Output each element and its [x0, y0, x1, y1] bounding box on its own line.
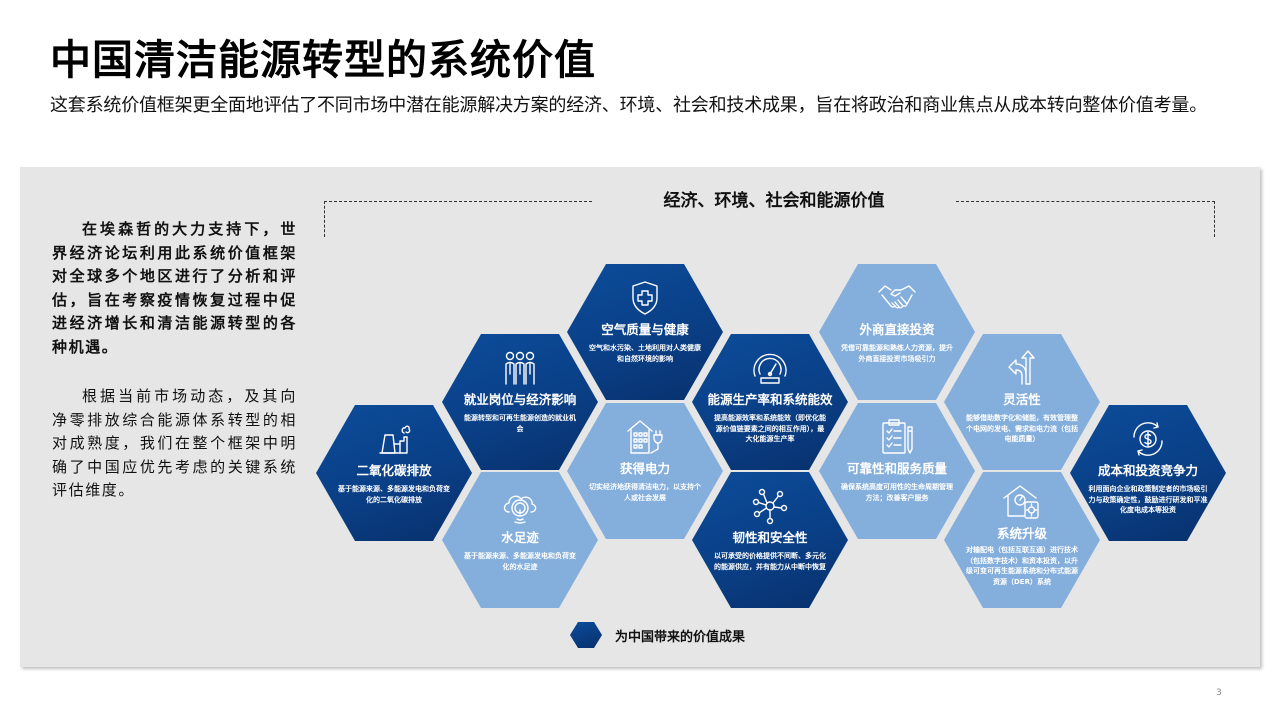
- network-icon: [748, 484, 792, 528]
- hex-desc: 能源转型和可再生能源创造的就业机会: [464, 414, 576, 433]
- hex-title: 成本和投资竞争力: [1097, 463, 1198, 478]
- checklist-icon: [875, 415, 919, 459]
- hex-title: 能源生产率和系统能效: [707, 392, 833, 407]
- legend-hexagon-swatch-icon: [570, 622, 602, 648]
- hex-title: 二氧化碳排放: [356, 463, 432, 478]
- page-title: 中国清洁能源转型的系统价值: [50, 36, 596, 84]
- handshake-icon: [875, 276, 919, 320]
- legend-label: 为中国带来的价值成果: [615, 629, 746, 645]
- hex-desc: 空气和水污染、土地利用对人类健康和自然环境的影响: [589, 344, 701, 363]
- page-subtitle: 这套系统价值框架更全面地评估了不同市场中潜在能源解决方案的经济、环境、社会和技术…: [50, 95, 1207, 116]
- hex-title: 灵活性: [1003, 392, 1041, 407]
- hex-title: 外商直接投资: [859, 322, 935, 337]
- hex-desc: 凭借可靠能源和熟练人力资源，提升外商直接投资市场吸引力: [841, 344, 953, 363]
- water-drop-cloud-icon: [498, 484, 542, 528]
- hex-desc: 能够借助数字化和储能，有效管理整个电网的发电、需求和电力流（包括电能质量）: [966, 414, 1078, 443]
- intro-paragraph-1: 在埃森哲的大力支持下，世界经济论坛利用此系统价值框架对全球多个地区进行了分析和评…: [52, 220, 297, 356]
- power-plant-icon: [372, 417, 416, 461]
- hex-title: 韧性和安全性: [732, 530, 808, 545]
- hex-title: 可靠性和服务质量: [846, 461, 947, 476]
- legend: 为中国带来的价值成果: [570, 622, 745, 648]
- split-arrow-icon: [1000, 346, 1044, 390]
- speedometer-icon: [748, 346, 792, 390]
- hex-desc: 利用面向企业和政策制定者的市场吸引力与政策确定性，鼓励进行研发和平准化度电成本等…: [1088, 485, 1208, 514]
- hex-desc: 对输配电（包括互联互通）进行技术（包括数字技术）和资本投资，以升级可变可再生能源…: [966, 546, 1078, 586]
- hex-desc: 基于能源来源、多能源发电和负荷变化的水足迹: [464, 552, 576, 571]
- intro-text: 在埃森哲的大力支持下，世界经济论坛利用此系统价值框架对全球多个地区进行了分析和评…: [52, 218, 297, 503]
- hex-desc: 以可承受的价格提供不间断、多元化的能源供应，并有能力从中断中恢复: [714, 552, 826, 571]
- shield-cross-icon: [623, 276, 667, 320]
- hex-title: 获得电力: [619, 461, 670, 476]
- section-title: 经济、环境、社会和能源价值: [663, 191, 885, 211]
- people-icon: [498, 346, 542, 390]
- hex-title: 系统升级: [996, 526, 1047, 541]
- hex-desc: 提高能源效率和系统能效（即优化能源价值链要素之间的相互作用），最大化能源生产率: [714, 414, 826, 443]
- hex-title: 就业岗位与经济影响: [463, 392, 577, 407]
- intro-paragraph-2: 根据当前市场动态，及其向净零排放综合能源体系转型的相对成熟度，我们在整个框架中明…: [52, 387, 297, 499]
- hex-desc: 确保系统高度可用性的生命周期管理方法；改善客户服务: [841, 483, 953, 502]
- building-plug-icon: [623, 415, 667, 459]
- dollar-cycle-icon: [1126, 417, 1170, 461]
- bracket-right-divider: [956, 201, 1215, 237]
- hex-title: 水足迹: [501, 530, 539, 545]
- hex-desc: 基于能源来源、多能源发电和负荷变化的二氧化碳排放: [338, 485, 450, 504]
- page-number: 3: [1216, 688, 1222, 698]
- smart-home-icon: [1000, 480, 1044, 524]
- bracket-left-divider: [324, 201, 592, 237]
- hex-desc: 切实经济地获得清洁电力，以支持个人或社会发展: [589, 483, 701, 502]
- hex-title: 空气质量与健康: [601, 322, 689, 337]
